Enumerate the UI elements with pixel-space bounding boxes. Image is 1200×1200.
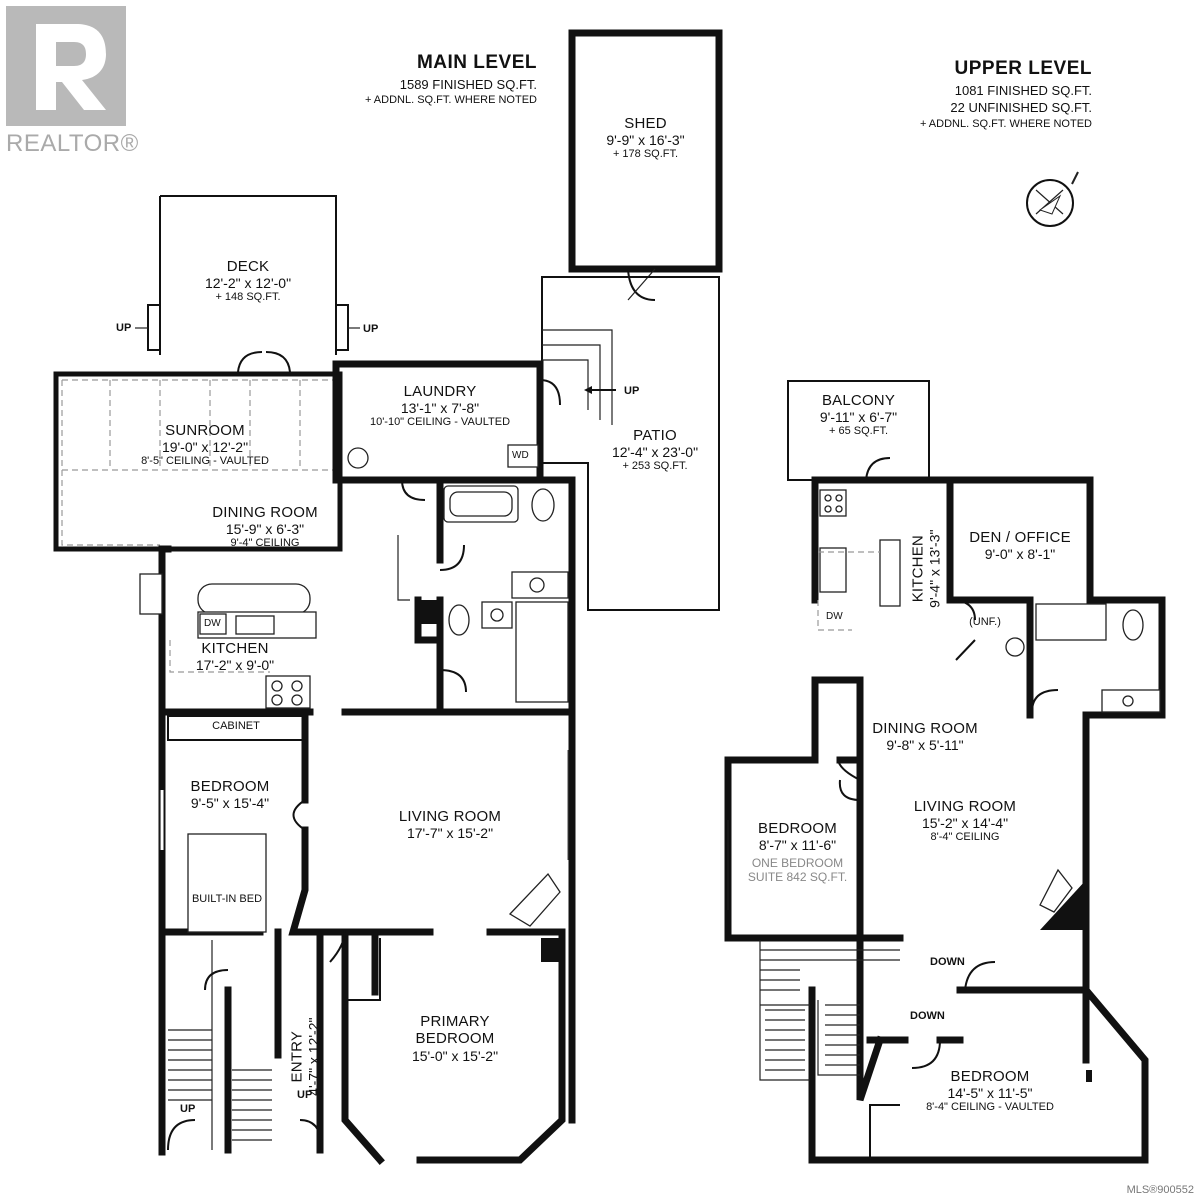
bedroom-upper-2-dims: 14'-5" x 11'-5"	[947, 1085, 1033, 1102]
entry-name: ENTRY	[288, 1030, 306, 1083]
den-name: DEN / OFFICE	[969, 529, 1071, 546]
patio-label: PATIO 12'-4" x 23'-0" + 253 SQ.FT.	[590, 427, 720, 473]
patio-up: UP	[624, 385, 640, 397]
laundry-name: LAUNDRY	[403, 383, 477, 400]
dining-extra: 9'-4" CEILING	[230, 537, 300, 550]
upper-level-header: UPPER LEVEL 1081 FINISHED SQ.FT. 22 UNFI…	[880, 56, 1092, 132]
primary-dims: 15'-0" x 15'-2"	[411, 1047, 499, 1064]
patio-name: PATIO	[633, 427, 677, 444]
laundry-dims: 13'-1" x 7'-8"	[400, 400, 480, 417]
dining-upper-dims: 9'-8" x 5'-11"	[886, 737, 964, 754]
living-upper-extra: 8'-4" CEILING	[930, 831, 1000, 844]
primary-name-1: PRIMARY	[420, 1013, 490, 1030]
unfinished-label: (UNF.)	[969, 616, 1001, 628]
deck-extra: + 148 SQ.FT.	[215, 291, 281, 304]
bedroom-upper-1-label: BEDROOM 8'-7" x 11'-6" ONE BEDROOM SUITE…	[735, 820, 860, 885]
main-level-note: + ADDNL. SQ.FT. WHERE NOTED	[364, 94, 537, 107]
balcony-extra: + 65 SQ.FT.	[829, 425, 888, 438]
upper-level-unfinished: 22 UNFINISHED SQ.FT.	[950, 100, 1092, 116]
primary-bedroom-label: PRIMARY BEDROOM 15'-0" x 15'-2"	[375, 1013, 535, 1064]
living-upper-dims: 15'-2" x 14'-4"	[921, 815, 1009, 832]
laundry-label: LAUNDRY 13'-1" x 7'-8" 10'-10" CEILING -…	[340, 383, 540, 429]
bedroom-upper-1-dims: 8'-7" x 11'-6"	[758, 837, 837, 854]
bedroom-label: BEDROOM 9'-5" x 15'-4"	[168, 778, 292, 811]
kitchen-dims: 17'-2" x 9'-0"	[195, 657, 275, 674]
realtor-logo-text: REALTOR®	[6, 130, 139, 157]
laundry-extra: 10'-10" CEILING - VAULTED	[369, 416, 511, 429]
patio-dims: 12'-4" x 23'-0"	[611, 444, 699, 461]
mls-number: MLS®900552	[1126, 1184, 1194, 1196]
bedroom-upper-2-name: BEDROOM	[950, 1068, 1030, 1085]
kitchen-upper-dims: 9'-4" x 13'-3"	[926, 529, 943, 608]
entry-dims: 4'-7" x 12'-2"	[305, 1017, 322, 1096]
living-label: LIVING ROOM 17'-7" x 15'-2"	[360, 808, 540, 841]
bedroom-dims: 9'-5" x 15'-4"	[190, 795, 270, 812]
dining-dims: 15'-9" x 6'-3"	[225, 521, 305, 538]
balcony-dims: 9'-11" x 6'-7"	[819, 409, 898, 426]
cabinet-label: CABINET	[212, 720, 260, 732]
compass-icon	[1026, 171, 1079, 227]
dishwasher-tag-main: DW	[204, 618, 221, 629]
den-dims: 9'-0" x 8'-1"	[984, 546, 1056, 563]
stairs-down-1: DOWN	[930, 956, 965, 968]
deck-up-right: UP	[363, 323, 379, 335]
sunroom-label: SUNROOM 19'-0" x 12'-2" 8'-5" CEILING - …	[110, 422, 300, 468]
main-level-header: MAIN LEVEL 1589 FINISHED SQ.FT. + ADDNL.…	[330, 50, 537, 108]
shed-name: SHED	[624, 115, 667, 132]
living-dims: 17'-7" x 15'-2"	[406, 825, 494, 842]
balcony-label: BALCONY 9'-11" x 6'-7" + 65 SQ.FT.	[788, 392, 929, 438]
main-level-finished: 1589 FINISHED SQ.FT.	[399, 76, 537, 92]
washer-dryer-tag: WD	[512, 450, 529, 461]
living-name: LIVING ROOM	[398, 808, 502, 825]
builtin-bed-label: BUILT-IN BED	[191, 893, 263, 905]
dining-label: DINING ROOM 15'-9" x 6'-3" 9'-4" CEILING	[180, 504, 350, 550]
suite-label-2: SUITE 842 SQ.FT.	[747, 870, 848, 885]
suite-label-1: ONE BEDROOM	[751, 856, 844, 871]
realtor-logo-icon	[6, 6, 126, 126]
bedroom-upper-2-label: BEDROOM 14'-5" x 11'-5" 8'-4" CEILING - …	[900, 1068, 1080, 1114]
deck-up-left: UP	[116, 322, 132, 334]
deck-label: DECK 12'-2" x 12'-0" + 148 SQ.FT.	[160, 258, 336, 304]
deck-dims: 12'-2" x 12'-0"	[204, 275, 292, 292]
sunroom-dims: 19'-0" x 12'-2"	[161, 439, 249, 456]
upper-level-note: + ADDNL. SQ.FT. WHERE NOTED	[919, 117, 1092, 130]
dishwasher-tag-upper: DW	[826, 611, 843, 622]
shed-label: SHED 9'-9" x 16'-3" + 178 SQ.FT.	[572, 115, 719, 161]
shed-extra: + 178 SQ.FT.	[612, 148, 679, 161]
primary-name-2: BEDROOM	[415, 1030, 495, 1048]
entry-up: UP	[297, 1089, 313, 1101]
den-office-label: DEN / OFFICE 9'-0" x 8'-1"	[960, 529, 1080, 562]
balcony-name: BALCONY	[821, 392, 896, 409]
shed-dims: 9'-9" x 16'-3"	[606, 132, 685, 149]
dining-upper-label: DINING ROOM 9'-8" x 5'-11"	[860, 720, 990, 753]
deck-name: DECK	[226, 258, 270, 275]
sunroom-name: SUNROOM	[165, 422, 245, 439]
entry-label: ENTRY 4'-7" x 12'-2"	[288, 992, 321, 1122]
dining-name: DINING ROOM	[212, 504, 318, 521]
main-level-title: MAIN LEVEL	[416, 52, 537, 73]
bedroom-upper-2-extra: 8'-4" CEILING - VAULTED	[926, 1101, 1054, 1114]
realtor-logo: REALTOR®	[6, 6, 139, 158]
sunroom-extra: 8'-5" CEILING - VAULTED	[141, 455, 269, 468]
dining-upper-name: DINING ROOM	[872, 720, 978, 737]
living-upper-label: LIVING ROOM 15'-2" x 14'-4" 8'-4" CEILIN…	[890, 798, 1040, 844]
bedroom-upper-1-name: BEDROOM	[758, 820, 837, 837]
kitchen-upper-label: KITCHEN 9'-4" x 13'-3"	[909, 509, 942, 629]
patio-extra: + 253 SQ.FT.	[622, 460, 688, 473]
stairs-down-2: DOWN	[910, 1010, 945, 1022]
upper-level-finished: 1081 FINISHED SQ.FT.	[954, 82, 1092, 98]
kitchen-name: KITCHEN	[201, 640, 269, 657]
upper-level-title: UPPER LEVEL	[954, 58, 1092, 79]
kitchen-upper-name: KITCHEN	[909, 535, 927, 603]
kitchen-label: KITCHEN 17'-2" x 9'-0"	[180, 640, 290, 673]
living-upper-name: LIVING ROOM	[913, 798, 1017, 815]
bedroom-name: BEDROOM	[190, 778, 270, 795]
stairs-up-main: UP	[180, 1103, 196, 1115]
